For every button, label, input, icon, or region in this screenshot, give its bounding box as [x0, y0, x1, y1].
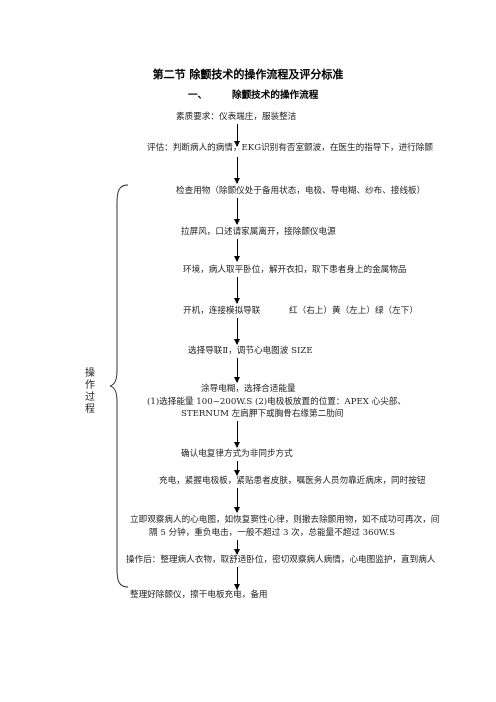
step-observe-ecg: 立即观察病人的心电图，如恢复窦性心律，则撤去除颤用物，如不成功可再次，间 [130, 515, 440, 525]
flow-arrow [234, 157, 240, 184]
step-apply-gel: 涂导电糊，选择合适能量 [201, 384, 296, 394]
side-label-operation-process: 操作过程 [85, 368, 95, 415]
flow-arrow [234, 198, 240, 225]
flow-arrow [234, 318, 240, 345]
step-tidy-defibrillator: 整理好除颤仪，擦干电板充电，备用 [130, 590, 268, 600]
step-select-lead: 选择导联Ⅱ，调节心电图波 SIZE [188, 346, 313, 356]
flow-arrow [234, 461, 240, 476]
step-lead-colors: 红（右上）黄（左上）绿（左下） [289, 306, 418, 316]
step-quality-requirement: 素质要求：仪表端庄，服装整洁 [176, 112, 297, 122]
flow-arrow [234, 358, 240, 383]
step-sternum-position: STERNUM 左肩胛下或胸骨右缘第二肋间 [181, 409, 344, 419]
step-environment-position: 环境，病人取平卧位，解开衣扣，取下患者身上的金属物品 [183, 265, 407, 275]
flow-arrow [234, 540, 240, 555]
flow-arrow [234, 239, 240, 262]
step-check-items: 检查用物（除颤仪处于备用状态，电极、导电糊、纱布、接线板） [176, 186, 426, 196]
section-title: 第二节 除颤技术的操作流程及评分标准 [152, 68, 344, 81]
step-confirm-async: 确认电复律方式为非同步方式 [181, 449, 293, 459]
step-power-on-leads: 开机，连接模拟导联 [183, 306, 261, 316]
step-charge-discharge: 充电，紧握电极板，紧贴患者皮肤，嘱医务人员勿靠近病床，同时按钮 [159, 476, 426, 486]
step-screen-and-power: 拉屏风，口述请家属离开，接除颤仪电源 [181, 227, 336, 237]
flow-arrow [234, 567, 240, 590]
left-brace [109, 184, 129, 588]
step-repeat-shock: 隔 5 分钟，重负电击，一般不超过 3 次，总能量不超过 360W.S [149, 528, 396, 538]
step-energy-and-position: (1)选择能量 100~200W.S (2)电极板放置的位置：APEX 心尖部、 [147, 397, 406, 407]
flow-arrow [234, 488, 240, 513]
flow-arrow [234, 124, 240, 147]
flow-arrow [234, 421, 240, 448]
flow-arrow [234, 277, 240, 304]
step-assessment: 评估：判断病人的病情，EKG识别有否室颤波，在医生的指导下，进行除颤 [147, 143, 433, 153]
step-after-operation: 操作后：整理病人衣物，取舒适卧位，密切观察病人病情，心电图监护，直到病人 [126, 555, 436, 565]
subtitle-number: 一、 [188, 90, 208, 101]
subtitle-text: 除颤技术的操作流程 [232, 90, 319, 101]
